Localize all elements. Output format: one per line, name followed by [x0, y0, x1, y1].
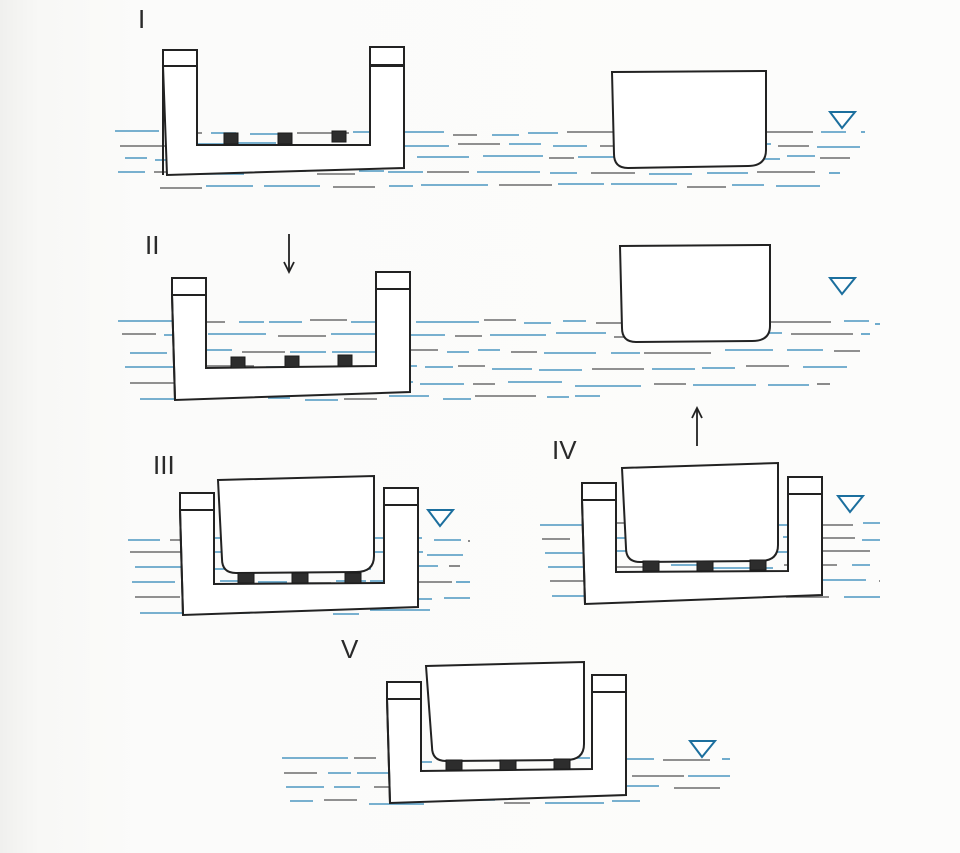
stage-3	[128, 474, 470, 617]
stage-label-2: II	[145, 230, 160, 260]
dock-tower-cap-left	[581, 482, 617, 501]
dock-tower-cap-left	[386, 681, 422, 700]
keel-block	[337, 354, 353, 367]
dock-hull	[161, 65, 405, 177]
keel-block	[331, 130, 347, 143]
keel-block	[445, 759, 463, 771]
keel-block	[696, 560, 714, 572]
ship-hull	[216, 474, 375, 575]
water-level-icon	[828, 277, 858, 296]
stage-label-4: IV	[552, 435, 577, 465]
dock-tower-cap-left	[162, 49, 198, 67]
keel-block	[284, 355, 300, 368]
dock-tower-cap-right	[375, 271, 411, 290]
keel-block	[749, 559, 767, 571]
dock-outer-left	[171, 294, 176, 401]
up-arrow-icon	[691, 405, 703, 446]
dock-outer-left	[581, 499, 586, 605]
stage-4	[540, 405, 880, 606]
stage-label-1: I	[138, 4, 146, 34]
water-level-icon	[688, 740, 718, 759]
keel-block	[642, 560, 660, 572]
keel-block	[237, 572, 255, 584]
water-level-icon	[426, 509, 456, 528]
dock-tower-cap-left	[171, 277, 207, 296]
water-level-icon	[836, 495, 866, 514]
dock-tower-cap-left	[179, 492, 215, 511]
keel-block	[277, 132, 293, 145]
dock-hull	[170, 288, 411, 402]
stage-1	[115, 46, 865, 189]
stage-5	[282, 660, 730, 805]
keel-block	[344, 572, 362, 584]
dock-tower-cap-right	[383, 487, 419, 506]
dock-tower-cap-right	[369, 46, 405, 66]
dock-outer-left	[386, 698, 391, 804]
keel-block	[223, 132, 239, 145]
stage-label-3: III	[153, 450, 175, 480]
down-arrow-icon	[283, 234, 295, 275]
dock-tower-cap-right	[591, 674, 627, 693]
ship-hull	[424, 660, 585, 763]
ship-hull	[620, 461, 779, 564]
dock-outer-left	[179, 509, 184, 616]
stage-label-5: V	[341, 634, 359, 664]
ship-hull	[618, 243, 771, 344]
water-level-icon	[828, 111, 858, 130]
keel-block	[291, 572, 309, 584]
dock-tower-cap-right	[787, 476, 823, 495]
keel-block	[499, 759, 517, 771]
ship-hull	[610, 69, 767, 170]
stage-2	[118, 234, 880, 402]
keel-block	[230, 356, 246, 369]
keel-block	[553, 758, 571, 770]
